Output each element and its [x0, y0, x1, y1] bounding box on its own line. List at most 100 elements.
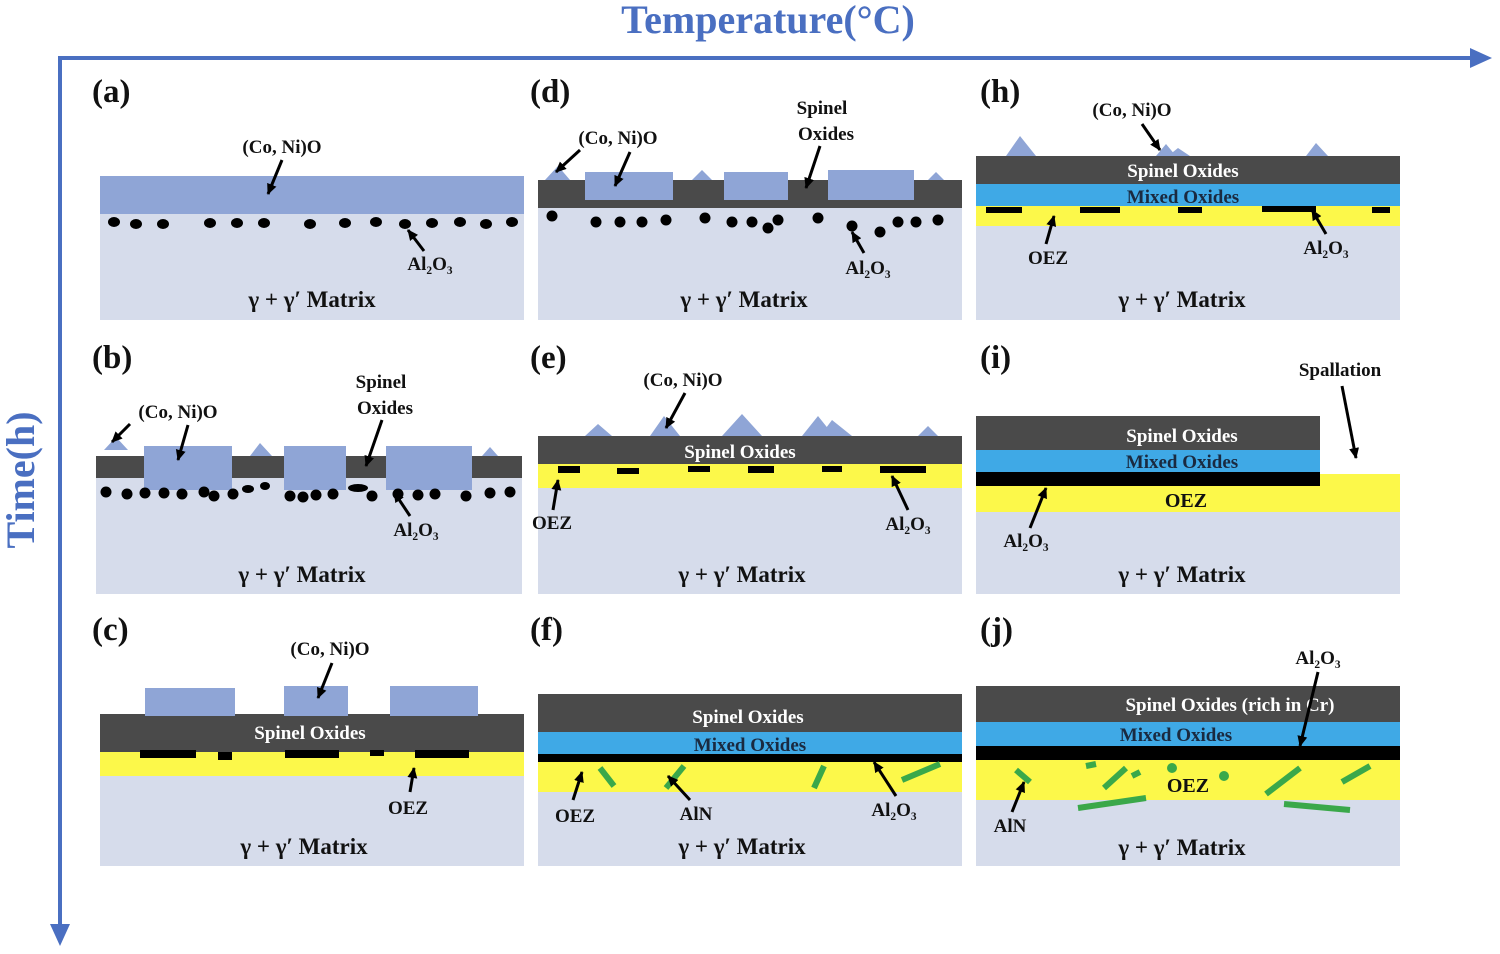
- coni-label: (Co, Ni)O: [242, 137, 321, 158]
- x-axis-arrowhead: [1470, 48, 1492, 68]
- oez-layer: [538, 762, 962, 792]
- al2o3-label: Al₂O₃: [407, 254, 452, 275]
- al2o3-label: Al₂O₃: [871, 800, 916, 821]
- coni-block: [145, 688, 235, 716]
- panel-c-label: (c): [92, 612, 129, 648]
- spinel-arrow: [804, 145, 822, 189]
- spinel-label: Spinel Oxides: [692, 707, 803, 728]
- spinel-label: Spinel Oxides: [1126, 426, 1237, 447]
- mixed-label: Mixed Oxides: [694, 735, 806, 756]
- spallation-label: Spallation: [1299, 360, 1382, 381]
- spinel-label: Spinel: [797, 98, 848, 119]
- spinel-arrow: [364, 419, 384, 467]
- matrix-region: [100, 212, 524, 320]
- mixed-label: Mixed Oxides: [1127, 187, 1239, 208]
- al2o3-label: Al₂O₃: [393, 520, 438, 541]
- aln-dots: [1167, 763, 1229, 781]
- panel-i-label: (i): [980, 340, 1011, 376]
- al2o3-label: Al₂O₃: [885, 514, 930, 535]
- al2o3-arrow: [1297, 671, 1320, 747]
- panel-f-label: (f): [530, 612, 563, 648]
- matrix-region: [100, 774, 524, 866]
- matrix-label: γ + γ′ Matrix: [1117, 562, 1246, 587]
- coni-arrow: [554, 148, 582, 174]
- panel-h-label: (h): [980, 74, 1020, 110]
- panel-d: (d) (Co, Ni)O Spinel Oxides Al₂O₃ γ + γ′…: [530, 74, 962, 320]
- matrix-label: γ + γ′ Matrix: [247, 287, 376, 312]
- al2o3-arrow: [1028, 487, 1048, 529]
- matrix-label: γ + γ′ Matrix: [677, 834, 806, 859]
- matrix-region: [538, 486, 962, 594]
- aln-label: AlN: [994, 816, 1027, 837]
- coni-block: [284, 686, 348, 716]
- al2o3-layer: [538, 754, 962, 762]
- oez-arrow: [571, 771, 584, 801]
- mixed-label: Mixed Oxides: [1120, 725, 1232, 746]
- coni-triangles: [585, 414, 938, 436]
- al2o3-bars: [140, 750, 469, 760]
- spinel-layer: [976, 156, 1400, 184]
- al2o3-arrow: [406, 229, 426, 252]
- spinel-layer: [538, 694, 962, 732]
- coni-label: (Co, Ni)O: [578, 128, 657, 149]
- panel-b: (b) (Co, Ni)O Spinel Oxides Al₂O₃ γ + γ′…: [92, 340, 522, 594]
- matrix-label: γ + γ′ Matrix: [239, 834, 368, 859]
- coni-block: [585, 172, 673, 200]
- aln-needles: [1014, 761, 1372, 813]
- spinel-label: Spinel Oxides: [254, 723, 365, 744]
- coni-block: [390, 686, 478, 716]
- panel-e-label: (e): [530, 340, 567, 376]
- mixed-layer: [976, 184, 1400, 206]
- coni-arrow: [316, 662, 334, 699]
- panel-a: (a) (Co, Ni)O Al₂O₃ γ + γ′ Matrix: [92, 74, 524, 320]
- panel-h: (h) Spinel Oxides Mixed Oxides (Co, Ni)O…: [976, 74, 1400, 320]
- oez-arrow: [551, 479, 562, 511]
- panel-a-label: (a): [92, 74, 130, 110]
- al2o3-arrow: [850, 231, 866, 254]
- spinel-label: Spinel Oxides (rich in Cr): [1125, 695, 1334, 716]
- oez-label: OEZ: [388, 798, 428, 819]
- mixed-layer: [538, 732, 962, 754]
- oez-arrow: [1044, 215, 1057, 245]
- matrix-region: [538, 790, 962, 866]
- matrix-label: γ + γ′ Matrix: [677, 562, 806, 587]
- coni-block: [828, 170, 914, 200]
- oez-label: OEZ: [1165, 490, 1207, 512]
- coni-block: [386, 446, 472, 490]
- matrix-label: γ + γ′ Matrix: [1117, 835, 1246, 860]
- mixed-label: Mixed Oxides: [1126, 452, 1238, 473]
- al2o3-arrow: [872, 761, 898, 797]
- spinel-label: Spinel Oxides: [684, 442, 795, 463]
- coni-label: (Co, Ni)O: [290, 639, 369, 660]
- matrix-label: γ + γ′ Matrix: [1117, 287, 1246, 312]
- matrix-region: [976, 512, 1400, 594]
- panel-b-label: (b): [92, 340, 132, 376]
- panel-c: (c) Spinel Oxides (Co, Ni)O OEZ γ + γ′ M…: [92, 612, 524, 866]
- spinel-layer: [538, 436, 962, 464]
- matrix-label: γ + γ′ Matrix: [679, 287, 808, 312]
- spinel-layer: [976, 686, 1400, 722]
- oez-arrow: [407, 767, 418, 793]
- coni-label: (Co, Ni)O: [643, 370, 722, 391]
- coni-block: [284, 446, 346, 490]
- coni-block: [724, 172, 788, 200]
- y-axis-title: Time(h): [0, 411, 43, 548]
- aln-label: AlN: [680, 804, 713, 825]
- panel-i: (i) Spinel Oxides Mixed Oxides OEZ Spall…: [976, 340, 1400, 594]
- y-axis-arrowhead: [50, 924, 70, 946]
- al2o3-label: Al₂O₃: [1295, 648, 1340, 669]
- al2o3-label: Al₂O₃: [1003, 531, 1048, 552]
- al2o3-layer: [976, 472, 1320, 486]
- oez-label: OEZ: [532, 513, 572, 534]
- panel-d-label: (d): [530, 74, 570, 110]
- spinel-label: Spinel: [356, 372, 407, 393]
- al2o3-particles: [108, 217, 518, 229]
- panel-e: (e) Spinel Oxides (Co, Ni)O OEZ Al₂O₃ γ …: [530, 340, 962, 594]
- oez-label: OEZ: [555, 806, 595, 827]
- panel-f: (f) Spinel Oxides Mixed Oxides OEZ AlN A…: [530, 612, 962, 866]
- spinel-label: Oxides: [798, 124, 854, 145]
- matrix-label: γ + γ′ Matrix: [237, 562, 366, 587]
- al2o3-label: Al₂O₃: [845, 258, 890, 279]
